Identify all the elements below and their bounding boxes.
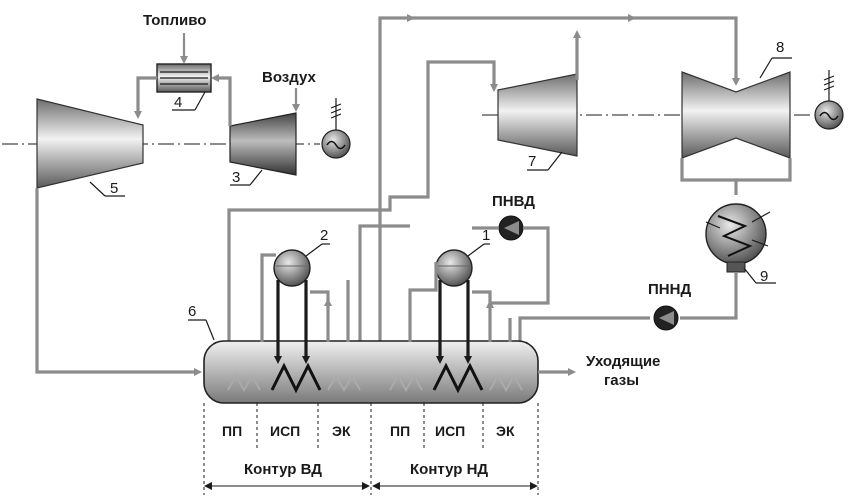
- lp-steam-turbine: [681, 71, 791, 159]
- section-lp-economizer: ЭК: [496, 423, 515, 439]
- circuit-lp-label: Контур НД: [410, 461, 488, 478]
- pump-icon: [653, 305, 679, 331]
- label-hp-turbine: 7: [528, 153, 536, 170]
- hrsg-coils: [227, 362, 523, 394]
- section-lp-superheater: ПП: [390, 423, 410, 439]
- compressor: [229, 112, 297, 176]
- hp-steam-turbine: [497, 73, 578, 157]
- hrsg-body: [203, 340, 539, 404]
- generator-icon: [814, 70, 844, 130]
- label-compressor: 3: [232, 169, 240, 186]
- section-hp-economizer: ЭК: [332, 423, 351, 439]
- lp-pump-label: ПННД: [648, 281, 691, 298]
- fuel-label: Топливо: [143, 12, 206, 29]
- section-dividers: [203, 403, 539, 495]
- circuit-hp-label: Контур ВД: [244, 461, 322, 478]
- hp-drum: [273, 249, 311, 287]
- air-label: Воздух: [262, 69, 316, 86]
- label-drum-hp: 2: [320, 227, 328, 244]
- flue-gas-label-1: Уходящие: [586, 353, 660, 370]
- lp-drum: [435, 249, 473, 287]
- section-hp-evaporator: ИСП: [270, 423, 300, 439]
- label-hrsg: 6: [188, 303, 196, 320]
- generator-icon: [321, 98, 351, 159]
- pump-icon: [498, 215, 524, 241]
- flue-gas-label-2: газы: [604, 372, 639, 389]
- label-lp-turbine: 8: [776, 39, 784, 56]
- hp-pump-label: ПНВД: [492, 193, 535, 210]
- label-drum-lp: 1: [482, 227, 490, 244]
- gas-turbine: [36, 98, 144, 189]
- label-combustor: 4: [174, 94, 182, 111]
- label-condenser: 9: [760, 268, 768, 285]
- section-hp-superheater: ПП: [222, 423, 242, 439]
- label-gas-turbine: 5: [110, 180, 118, 197]
- section-lp-evaporator: ИСП: [435, 423, 465, 439]
- condenser: [705, 203, 771, 273]
